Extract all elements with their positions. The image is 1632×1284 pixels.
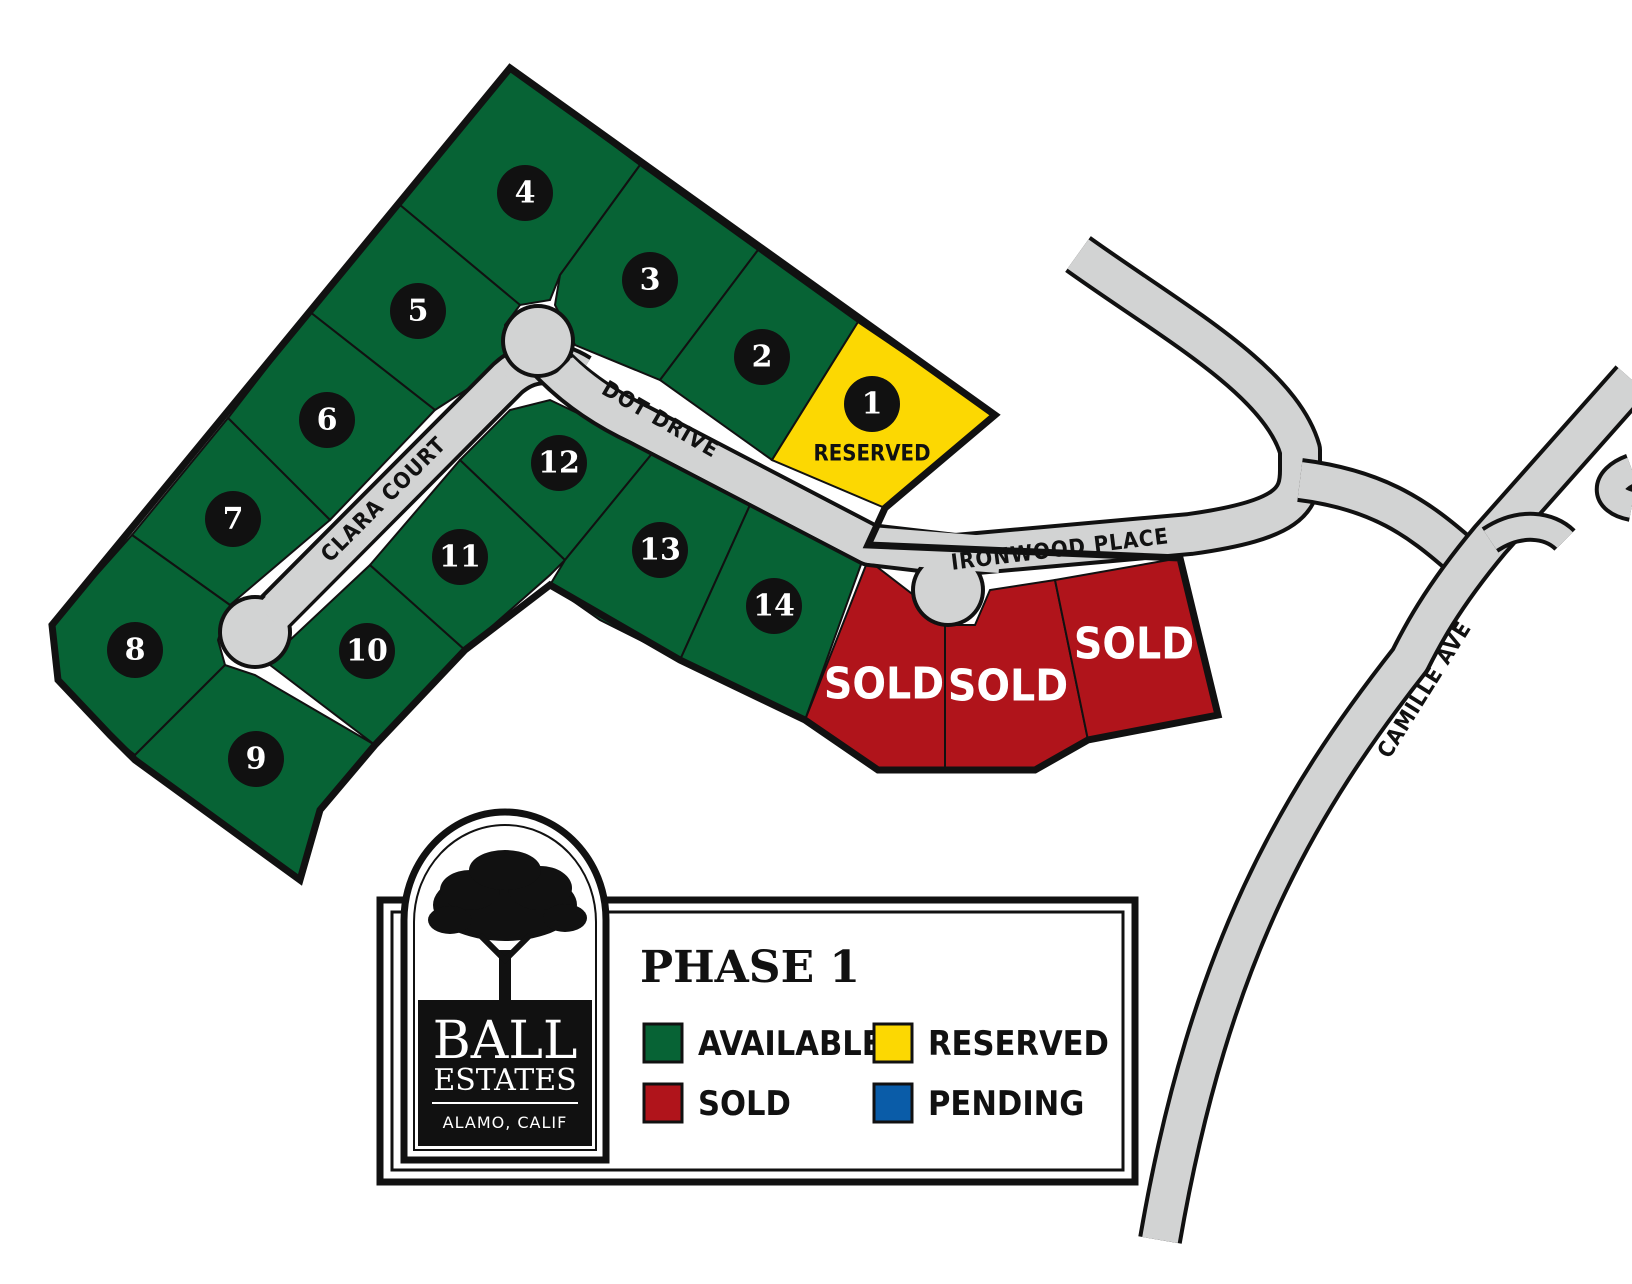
lot-1-number: 1 (862, 387, 883, 422)
lot-7-number: 7 (223, 502, 244, 537)
logo-ball: BALL (433, 1011, 578, 1071)
lot-2-number: 2 (752, 340, 773, 375)
lot-1-marker[interactable]: 1 (844, 376, 900, 432)
legend: BALL ESTATES ALAMO, CALIF PHASE 1 AVAILA… (376, 808, 1139, 1186)
svg-text:SOLD: SOLD (698, 1084, 791, 1124)
lot-14-marker[interactable]: 14 (746, 578, 802, 634)
legend-item-sold: SOLD (642, 1082, 791, 1124)
lot-8-number: 8 (125, 633, 146, 668)
lot-4-marker[interactable]: 4 (497, 165, 553, 221)
lot-5-number: 5 (408, 294, 429, 329)
lot-6-marker[interactable]: 6 (299, 392, 355, 448)
lot-3-marker[interactable]: 3 (622, 252, 678, 308)
lot-1-reserved-label: RESERVED (813, 442, 930, 467)
lot-12-marker[interactable]: 12 (531, 435, 587, 491)
sold-label-b: SOLD (948, 661, 1068, 712)
logo-location: ALAMO, CALIF (443, 1113, 568, 1132)
lot-9-marker[interactable]: 9 (228, 731, 284, 787)
lot-12-number: 12 (538, 446, 580, 481)
svg-text:AVAILABLE: AVAILABLE (698, 1024, 883, 1064)
lot-9-number: 9 (246, 742, 267, 777)
svg-text:PENDING: PENDING (928, 1084, 1084, 1124)
legend-item-pending: PENDING (872, 1082, 1084, 1124)
ball-estates-logo: BALL ESTATES ALAMO, CALIF (400, 808, 610, 1164)
lot-10-marker[interactable]: 10 (339, 623, 395, 679)
lot-11-marker[interactable]: 11 (432, 529, 488, 585)
lot-3-number: 3 (640, 263, 661, 298)
camille-ave-road (1138, 365, 1632, 1244)
sold-label-a: SOLD (824, 659, 944, 710)
legend-item-available: AVAILABLE (642, 1022, 883, 1064)
legend-item-reserved: RESERVED (872, 1022, 1109, 1064)
lot-8-marker[interactable]: 8 (107, 622, 163, 678)
lot-6-number: 6 (317, 403, 338, 438)
lot-13-marker[interactable]: 13 (632, 522, 688, 578)
lot-13-number: 13 (639, 533, 681, 568)
lot-11-number: 11 (439, 540, 481, 575)
ironwood-place-road (953, 236, 1475, 577)
interior-roads (218, 304, 1002, 669)
development-boundary (48, 63, 1223, 886)
lot-7-marker[interactable]: 7 (205, 491, 261, 547)
lot-14-number: 14 (753, 589, 795, 624)
legend-title: PHASE 1 (640, 942, 860, 993)
tree-icon (428, 850, 587, 1002)
lot-2-marker[interactable]: 2 (734, 329, 790, 385)
lot-10-number: 10 (346, 634, 388, 669)
lot-markers: 4 3 2 1 RESERVED 5 6 7 8 9 10 11 12 13 1… (107, 165, 931, 787)
svg-text:RESERVED: RESERVED (928, 1024, 1109, 1064)
lot-5-marker[interactable]: 5 (390, 283, 446, 339)
lot-4-number: 4 (515, 176, 536, 211)
logo-estates: ESTATES (433, 1063, 576, 1098)
sold-label-c: SOLD (1074, 619, 1194, 670)
